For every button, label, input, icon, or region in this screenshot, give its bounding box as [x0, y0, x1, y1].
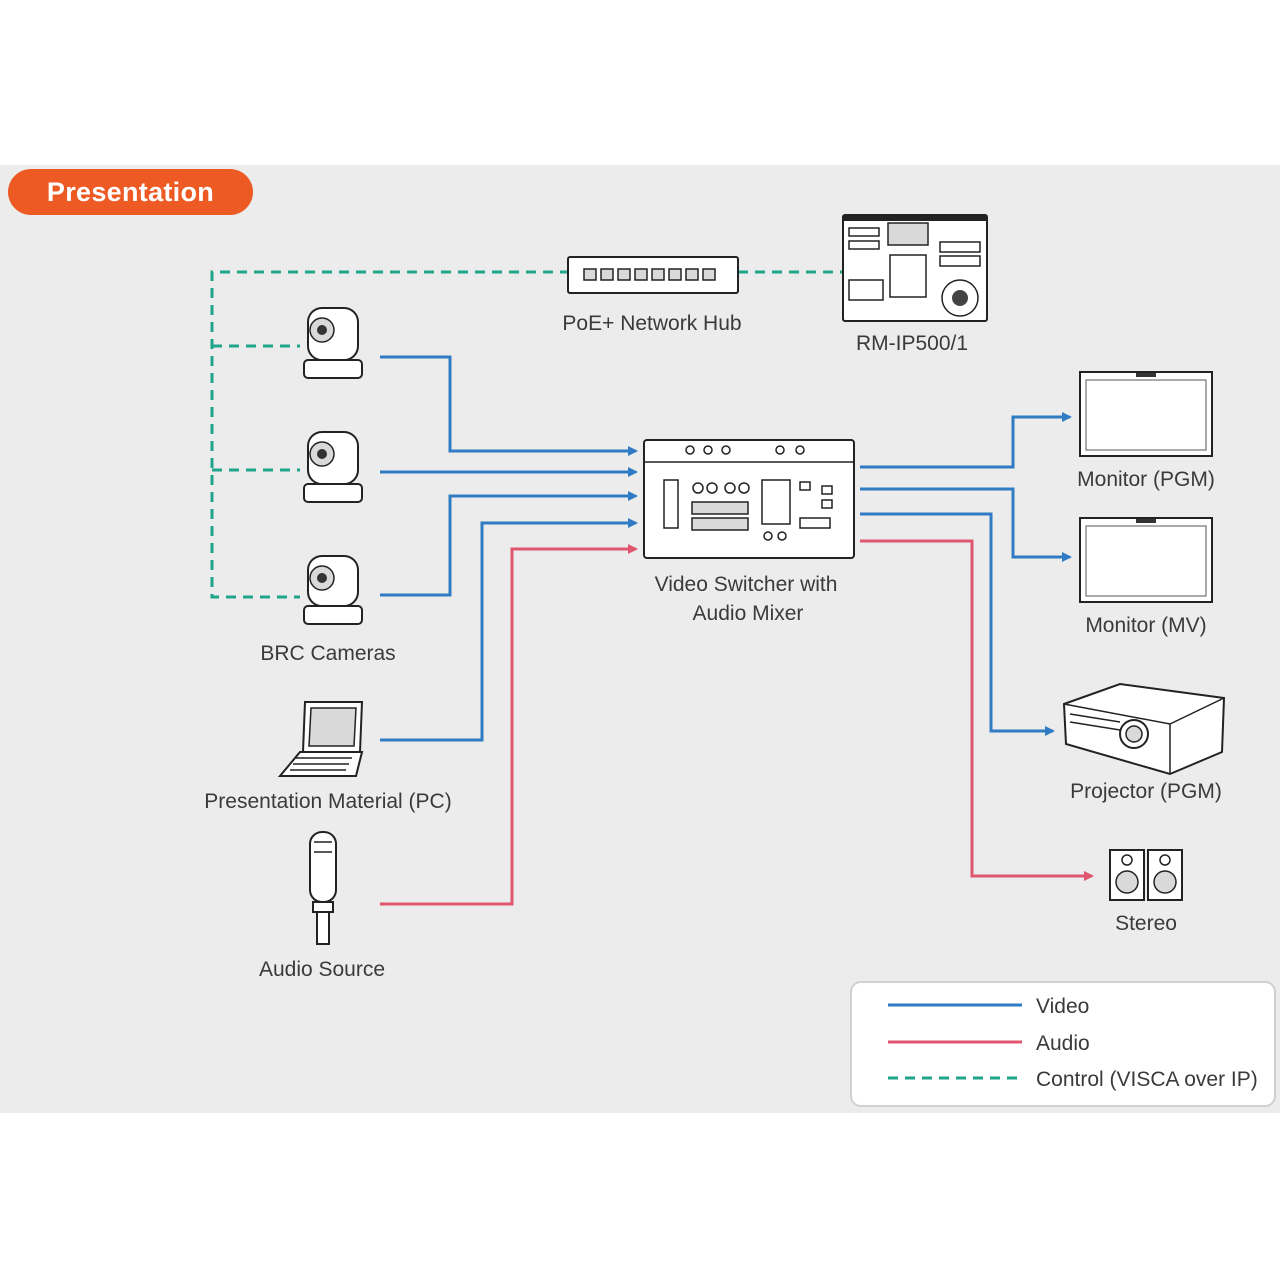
video-switcher: [643, 439, 855, 559]
legend-audio-label: Audio: [1036, 1032, 1090, 1055]
video-line-pc: [380, 518, 638, 742]
legend-video-label: Video: [1036, 995, 1089, 1018]
hub-label: PoE+ Network Hub: [562, 312, 741, 335]
brc-camera-1: [303, 307, 363, 379]
output-lines: [860, 412, 1094, 881]
brc-camera-3: [303, 555, 363, 625]
network-hub: [567, 256, 739, 294]
brc-camera-2: [303, 431, 363, 503]
video-line-camera3: [380, 491, 638, 597]
monitor-mv: [1079, 517, 1213, 603]
video-line-camera1: [380, 355, 638, 456]
legend: Video Audio Control (VISCA over IP): [850, 981, 1276, 1107]
monitor-pgm: [1079, 371, 1213, 457]
switcher-label-line2: Audio Mixer: [693, 602, 804, 625]
switcher-label-line1: Video Switcher with: [655, 573, 838, 596]
remote-controller: [842, 214, 988, 322]
laptop-pc: [277, 701, 364, 777]
monitor-mv-label: Monitor (MV): [1085, 614, 1206, 637]
projector-label: Projector (PGM): [1070, 780, 1222, 803]
audio-line-source: [380, 544, 638, 906]
projector: [1062, 682, 1226, 776]
monitor-pgm-label: Monitor (PGM): [1077, 468, 1215, 491]
audio-source-label: Audio Source: [259, 958, 385, 981]
pc-label: Presentation Material (PC): [204, 790, 451, 813]
control-lines: [210, 270, 843, 599]
microphone: [309, 831, 337, 945]
video-input-lines: [380, 355, 638, 742]
video-line-monitor-mv: [860, 487, 1072, 562]
controller-label: RM-IP500/1: [856, 332, 968, 355]
audio-line-stereo: [860, 539, 1094, 881]
video-line-monitor-pgm: [860, 412, 1072, 469]
stereo-label: Stereo: [1115, 912, 1177, 935]
legend-control-label: Control (VISCA over IP): [1036, 1068, 1258, 1091]
control-line-hub-left: [210, 270, 570, 599]
stereo-speakers: [1109, 849, 1183, 901]
section-title: Presentation: [8, 169, 253, 215]
cameras-label: BRC Cameras: [260, 642, 395, 665]
video-line-projector: [860, 512, 1055, 736]
